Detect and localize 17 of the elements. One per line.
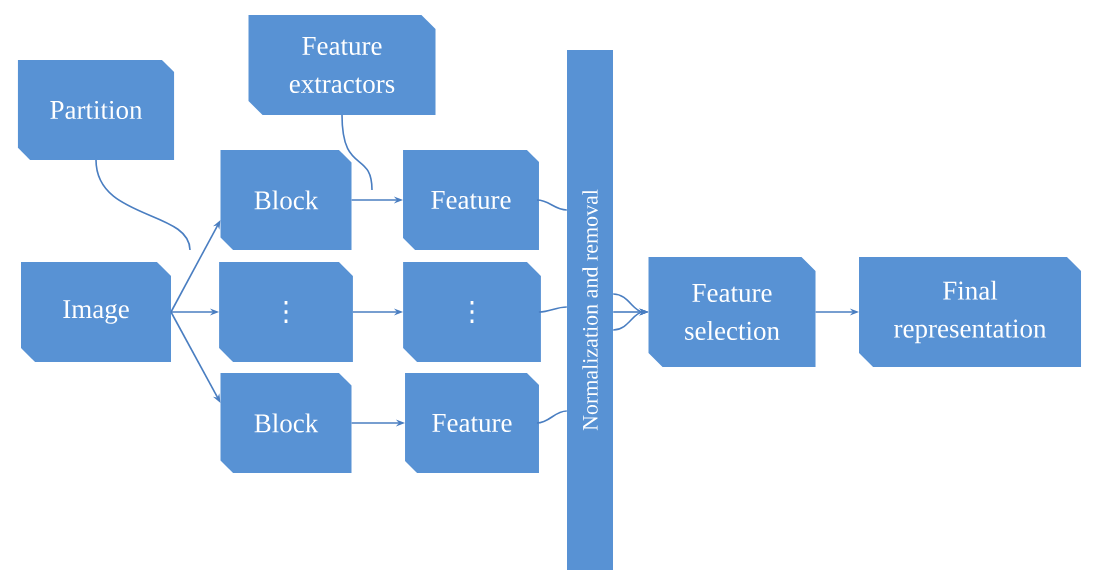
process-box: Feature <box>405 373 539 473</box>
connector-line <box>341 114 373 191</box>
process-box: Feature selection <box>648 257 816 367</box>
process-box: Final representation <box>859 257 1081 367</box>
process-box: Feature extractors <box>248 15 436 115</box>
process-box: ⋮ <box>403 262 541 362</box>
process-box: ⋮ <box>219 262 353 362</box>
vertical-bar: Normalization and removal <box>567 50 613 570</box>
process-box: Feature <box>403 150 539 250</box>
connector-line <box>538 306 568 313</box>
connector-line <box>95 159 191 251</box>
process-box: Partition <box>17 60 175 160</box>
process-box: Block <box>220 150 352 250</box>
process-box: Block <box>220 373 352 473</box>
connector-line <box>536 199 568 211</box>
process-box: Image <box>21 262 171 362</box>
connector-line <box>536 410 568 424</box>
